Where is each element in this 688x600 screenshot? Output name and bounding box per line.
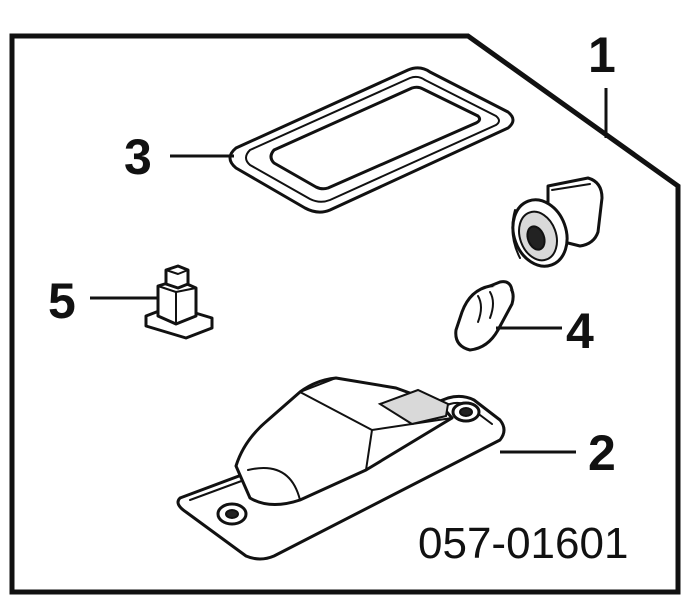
part-4-bulb (454, 280, 515, 352)
part-5-clip (144, 264, 214, 340)
part-3-gasket (228, 66, 515, 214)
callout-5: 5 (48, 273, 76, 329)
part-2-housing (176, 376, 506, 561)
callout-1: 1 (588, 27, 616, 83)
callout-3: 3 (124, 129, 152, 185)
bulb-socket (511, 176, 604, 268)
callout-2: 2 (588, 425, 616, 481)
callout-4: 4 (566, 303, 594, 359)
part-code: 057-01601 (418, 519, 628, 568)
